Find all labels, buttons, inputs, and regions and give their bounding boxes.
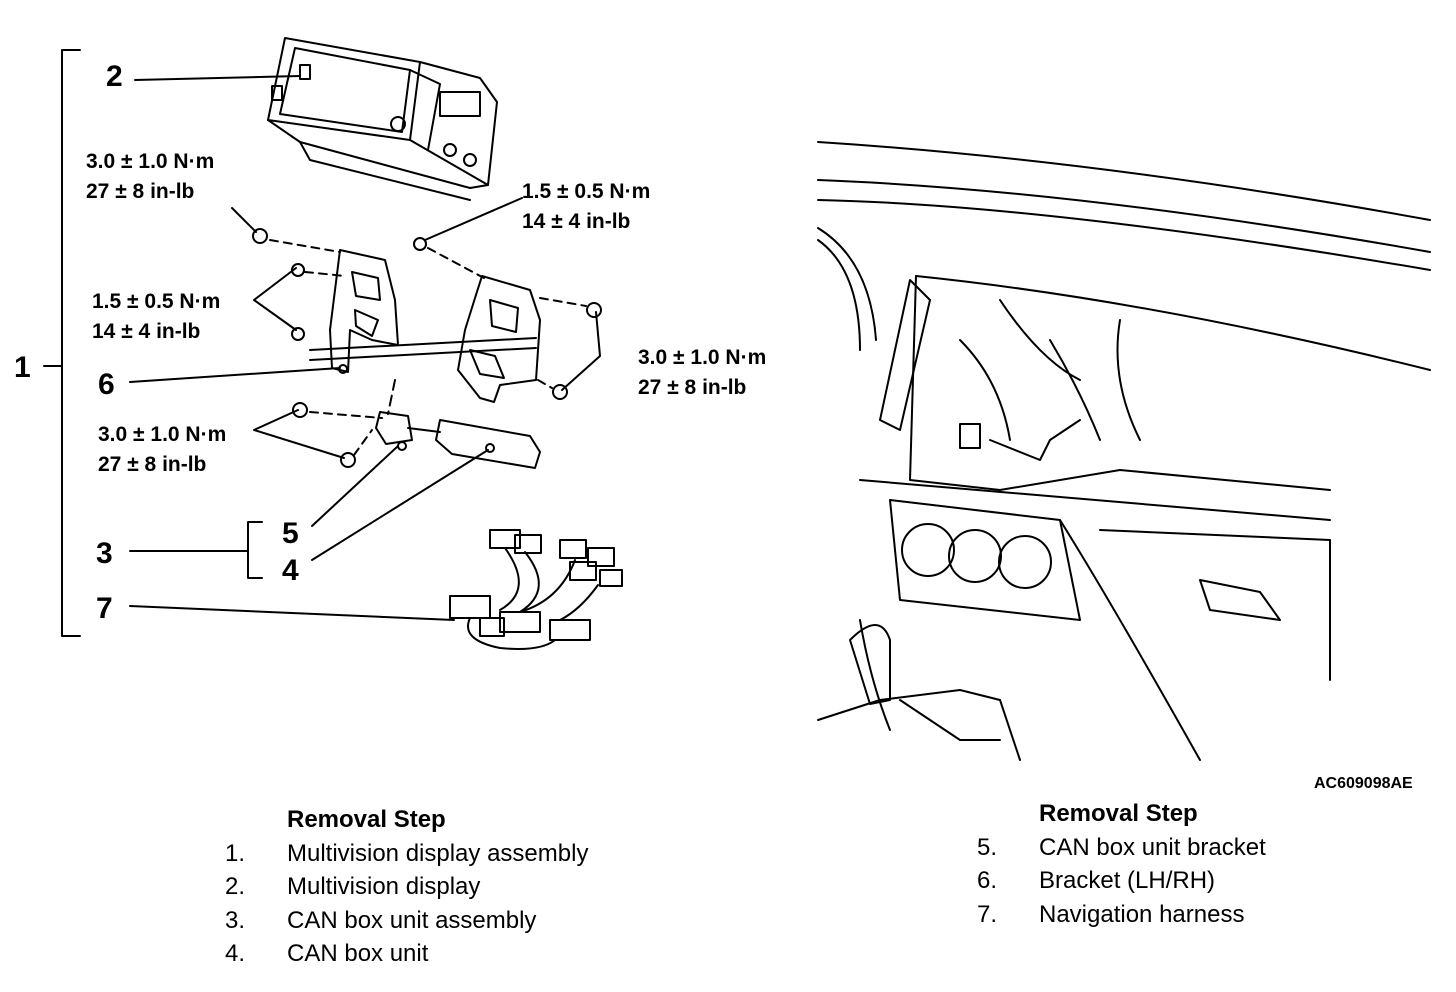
removal-step-row: 1. Multivision display assembly bbox=[225, 837, 588, 871]
assembly-bracket-1 bbox=[61, 49, 81, 637]
leader-lines bbox=[129, 75, 601, 621]
step-number: 3. bbox=[225, 906, 246, 934]
step-number: 5. bbox=[977, 833, 998, 861]
step-label: Navigation harness bbox=[1039, 900, 1245, 928]
torque-mid-left-nm: 1.5 ± 0.5 N·m bbox=[92, 290, 220, 313]
callout-5: 5 bbox=[282, 517, 299, 550]
callout-3: 3 bbox=[96, 537, 113, 570]
removal-step-row: 6. Bracket (LH/RH) bbox=[977, 864, 1266, 898]
removal-step-row: 5. CAN box unit bracket bbox=[977, 831, 1266, 865]
step-label: CAN box unit bracket bbox=[1039, 833, 1266, 861]
removal-step-heading-right: Removal Step bbox=[1039, 800, 1198, 827]
navigation-harness-drawing bbox=[449, 529, 623, 650]
step-label: CAN box unit bbox=[287, 940, 429, 967]
figure-id: AC609098AE bbox=[1314, 775, 1413, 792]
torque-top-left-nm: 3.0 ± 1.0 N·m bbox=[86, 150, 214, 173]
step-number: 2. bbox=[225, 873, 246, 900]
can-box-unit-drawing bbox=[375, 411, 541, 469]
right-bracket-drawing bbox=[309, 275, 541, 403]
removal-steps-left: Removal Step 1. Multivision display asse… bbox=[225, 803, 588, 971]
step-number: 1. bbox=[225, 839, 246, 867]
callout-1: 1 bbox=[14, 351, 31, 384]
multivision-display-drawing bbox=[267, 37, 498, 201]
removal-step-row: 2. Multivision display bbox=[225, 870, 588, 904]
step-number: 6. bbox=[977, 867, 998, 894]
torque-right-nm: 3.0 ± 1.0 N·m bbox=[638, 346, 766, 369]
callout-7: 7 bbox=[96, 592, 113, 625]
removal-step-row: 3. CAN box unit assembly bbox=[225, 904, 588, 938]
step-label: CAN box unit assembly bbox=[287, 906, 537, 934]
callout-4: 4 bbox=[282, 554, 299, 587]
fasteners bbox=[252, 228, 602, 468]
step-label: Multivision display assembly bbox=[287, 839, 589, 867]
torque-mid-left-inlb: 14 ± 4 in-lb bbox=[92, 320, 200, 343]
callout-6: 6 bbox=[98, 368, 115, 401]
torque-low-left-nm: 3.0 ± 1.0 N·m bbox=[98, 423, 226, 446]
torque-top-right-nm: 1.5 ± 0.5 N·m bbox=[522, 180, 650, 203]
dashboard-view-drawing bbox=[817, 141, 1431, 761]
removal-step-row: 7. Navigation harness bbox=[977, 898, 1266, 932]
step-number: 4. bbox=[225, 940, 246, 967]
torque-low-left-inlb: 27 ± 8 in-lb bbox=[98, 453, 206, 476]
torque-top-right-inlb: 14 ± 4 in-lb bbox=[522, 210, 630, 233]
torque-top-left-inlb: 27 ± 8 in-lb bbox=[86, 180, 194, 203]
callout-2: 2 bbox=[106, 60, 123, 93]
torque-right-inlb: 27 ± 8 in-lb bbox=[638, 376, 746, 399]
removal-step-row: 4. CAN box unit bbox=[225, 937, 588, 971]
step-number: 7. bbox=[977, 900, 998, 928]
step-label: Bracket (LH/RH) bbox=[1039, 867, 1216, 894]
removal-steps-right: Removal Step 5. CAN box unit bracket 6. … bbox=[977, 797, 1266, 931]
removal-step-heading-left: Removal Step bbox=[287, 806, 446, 833]
left-bracket-drawing bbox=[329, 249, 399, 374]
step-label: Multivision display bbox=[287, 873, 481, 900]
